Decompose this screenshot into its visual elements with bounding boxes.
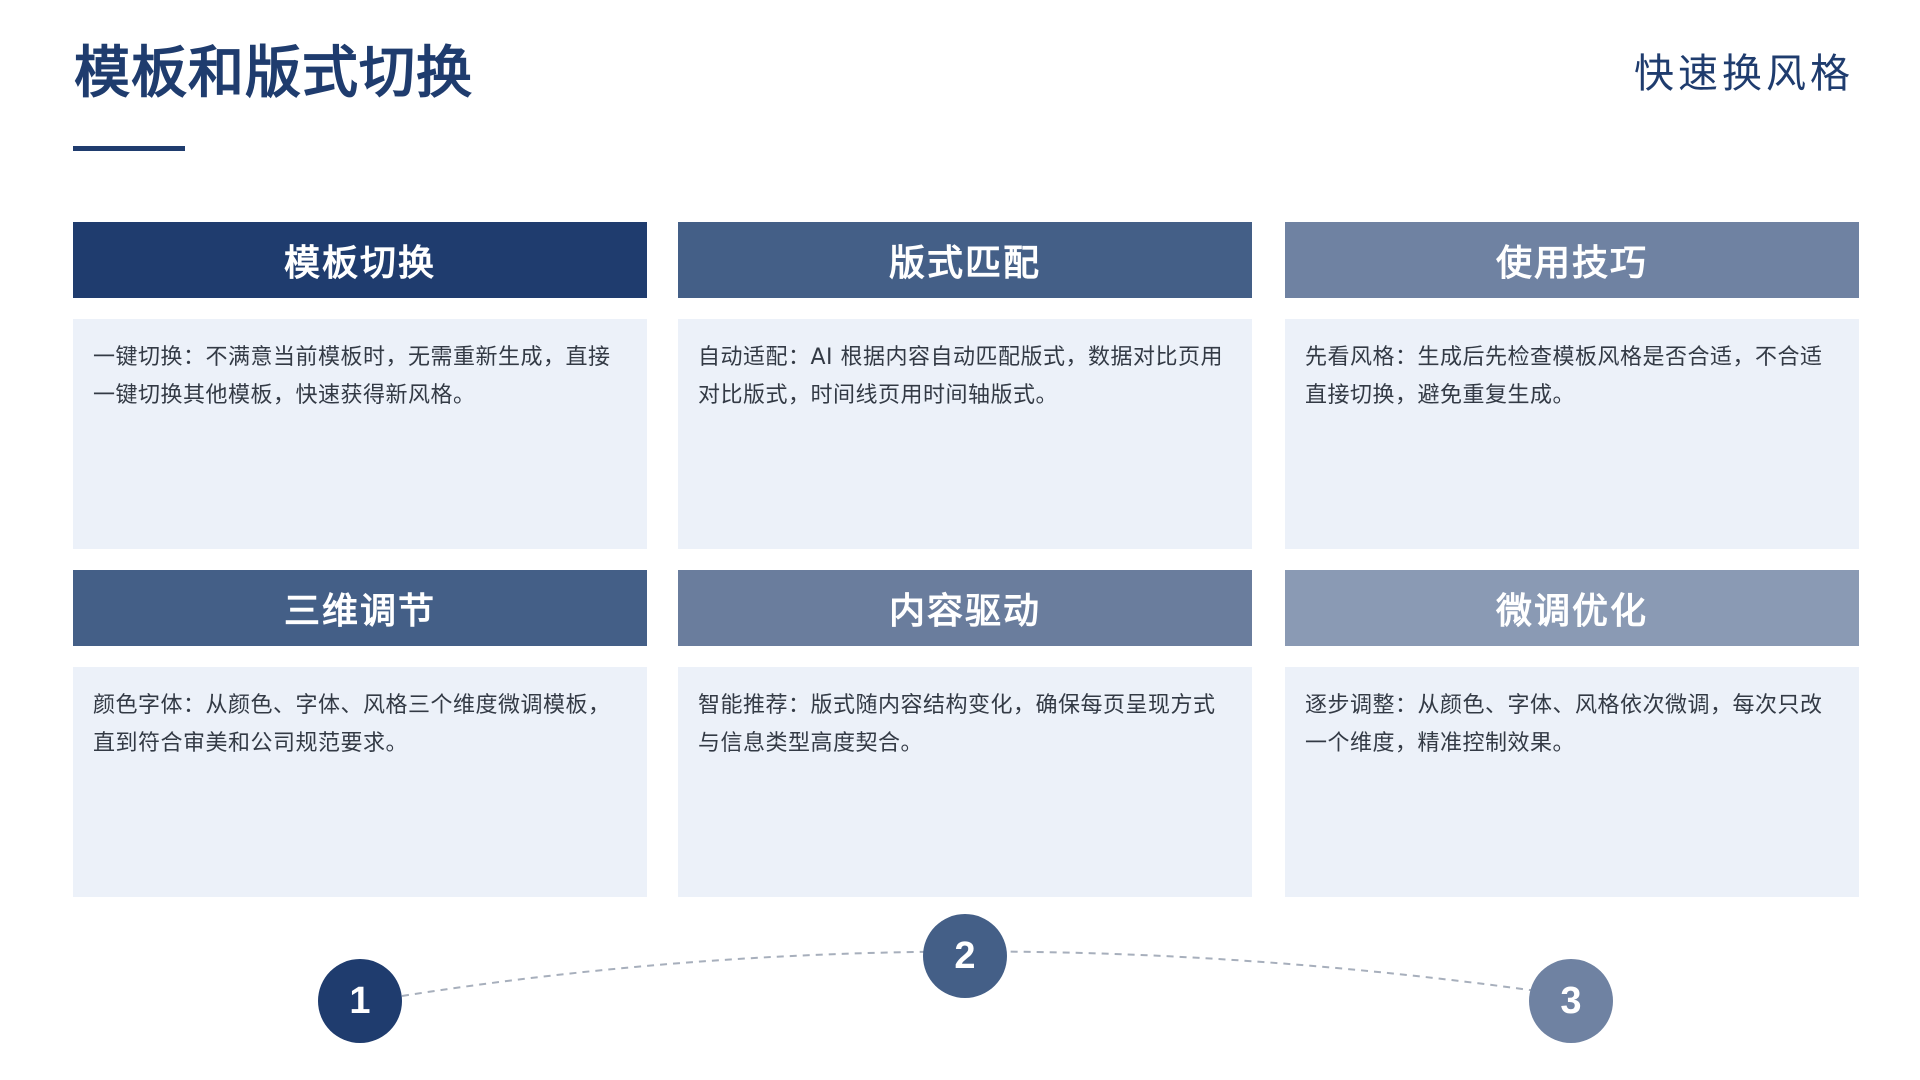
- card-body: 智能推荐：版式随内容结构变化，确保每页呈现方式与信息类型高度契合。: [678, 667, 1252, 897]
- step-number: 2: [954, 934, 976, 977]
- card-usage-tips: 使用技巧 先看风格：生成后先检查模板风格是否合适，不合适直接切换，避免重复生成。: [1285, 222, 1859, 549]
- card-header: 版式匹配: [678, 222, 1252, 298]
- card-body: 逐步调整：从颜色、字体、风格依次微调，每次只改一个维度，精准控制效果。: [1285, 667, 1859, 897]
- card-body: 先看风格：生成后先检查模板风格是否合适，不合适直接切换，避免重复生成。: [1285, 319, 1859, 549]
- card-body: 颜色字体：从颜色、字体、风格三个维度微调模板，直到符合审美和公司规范要求。: [73, 667, 647, 897]
- step-3-circle: 3: [1529, 959, 1613, 1043]
- page-title: 模板和版式切换: [74, 41, 473, 106]
- card-header: 微调优化: [1285, 570, 1859, 646]
- card-header: 使用技巧: [1285, 222, 1859, 298]
- card-fine-tune: 微调优化 逐步调整：从颜色、字体、风格依次微调，每次只改一个维度，精准控制效果。: [1285, 570, 1859, 897]
- step-number: 3: [1560, 979, 1582, 1022]
- card-header: 模板切换: [73, 222, 647, 298]
- step-2-circle: 2: [923, 914, 1007, 998]
- card-template-switch: 模板切换 一键切换：不满意当前模板时，无需重新生成，直接一键切换其他模板，快速获…: [73, 222, 647, 549]
- card-layout-match: 版式匹配 自动适配：AI 根据内容自动匹配版式，数据对比页用对比版式，时间线页用…: [678, 222, 1252, 549]
- card-body: 自动适配：AI 根据内容自动匹配版式，数据对比页用对比版式，时间线页用时间轴版式…: [678, 319, 1252, 549]
- card-header: 三维调节: [73, 570, 647, 646]
- page-subtitle: 快速换风格: [1634, 51, 1854, 97]
- card-header: 内容驱动: [678, 570, 1252, 646]
- step-number: 1: [349, 979, 371, 1022]
- card-3d-adjust: 三维调节 颜色字体：从颜色、字体、风格三个维度微调模板，直到符合审美和公司规范要…: [73, 570, 647, 897]
- step-1-circle: 1: [318, 959, 402, 1043]
- card-body: 一键切换：不满意当前模板时，无需重新生成，直接一键切换其他模板，快速获得新风格。: [73, 319, 647, 549]
- title-underline: [73, 146, 185, 151]
- card-content-driven: 内容驱动 智能推荐：版式随内容结构变化，确保每页呈现方式与信息类型高度契合。: [678, 570, 1252, 897]
